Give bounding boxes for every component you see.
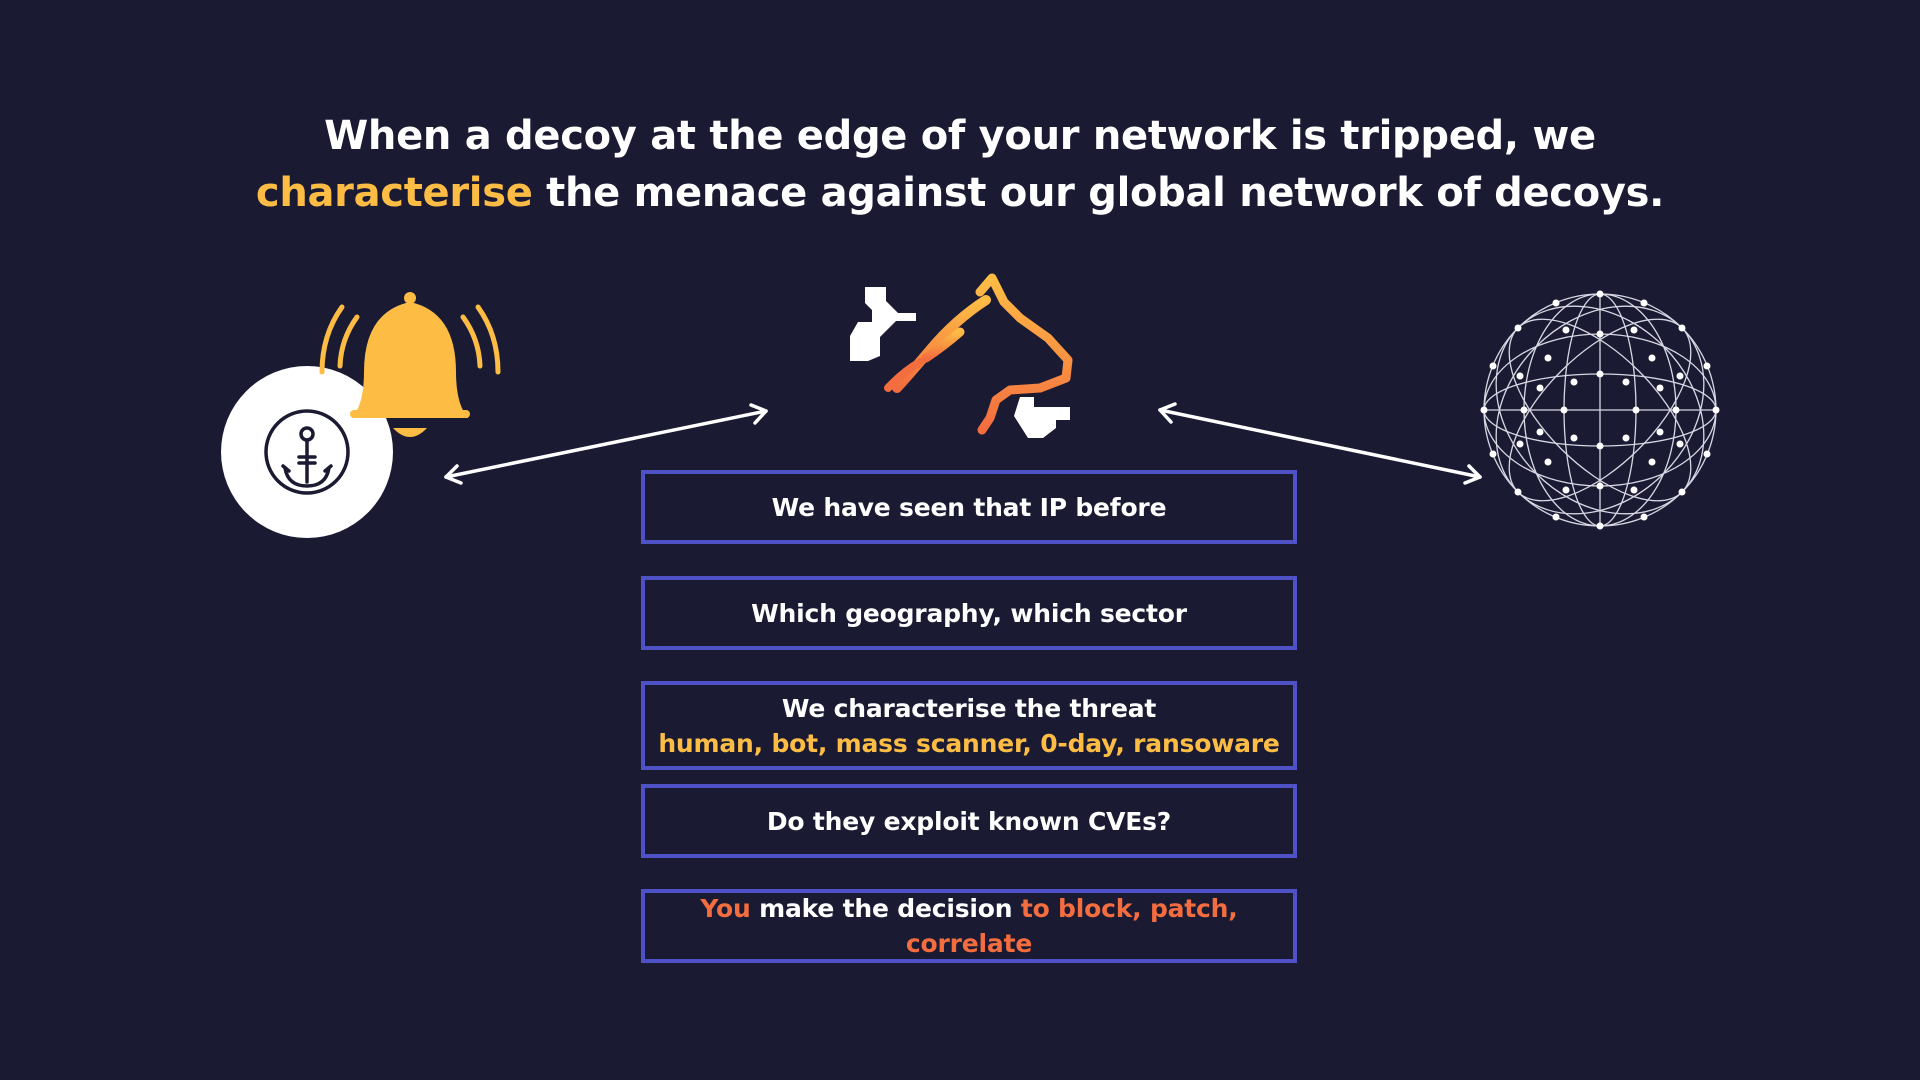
- decision-actions: to block, patch, correlate: [905, 894, 1238, 958]
- step-threat-title: We characterise the threat: [781, 693, 1157, 723]
- step-seen-ip: We have seen that IP before: [641, 470, 1297, 544]
- global-network-sphere-icon: [1480, 290, 1720, 530]
- step-seen-ip-text: We have seen that IP before: [771, 492, 1167, 522]
- bell-alert-icon: [221, 292, 501, 538]
- step-geography: Which geography, which sector: [641, 576, 1297, 650]
- headline-text-2: the menace against our global network of…: [532, 170, 1665, 216]
- step-threat: We characterise the threat human, bot, m…: [641, 681, 1297, 770]
- step-decision-line: You make the decision to block, patch, c…: [645, 891, 1293, 961]
- headline: When a decoy at the edge of your network…: [180, 108, 1740, 222]
- bell-icon: [319, 292, 501, 437]
- decision-mid: make the decision: [750, 894, 1021, 923]
- step-threat-types: human, bot, mass scanner, 0-day, ransowa…: [658, 728, 1280, 758]
- headline-highlight: characterise: [255, 170, 533, 216]
- step-cves-text: Do they exploit known CVEs?: [766, 806, 1172, 836]
- anchor-hook-icon: [264, 409, 350, 495]
- step-cves: Do they exploit known CVEs?: [641, 784, 1297, 858]
- headline-text-1: When a decoy at the edge of your network…: [324, 113, 1596, 159]
- arrow-left: [444, 403, 768, 485]
- step-geography-text: Which geography, which sector: [751, 598, 1187, 628]
- arrow-right: [1158, 402, 1482, 485]
- decision-you: You: [700, 894, 751, 923]
- wolf-logo-icon: [850, 273, 1073, 438]
- step-decision: You make the decision to block, patch, c…: [641, 889, 1297, 963]
